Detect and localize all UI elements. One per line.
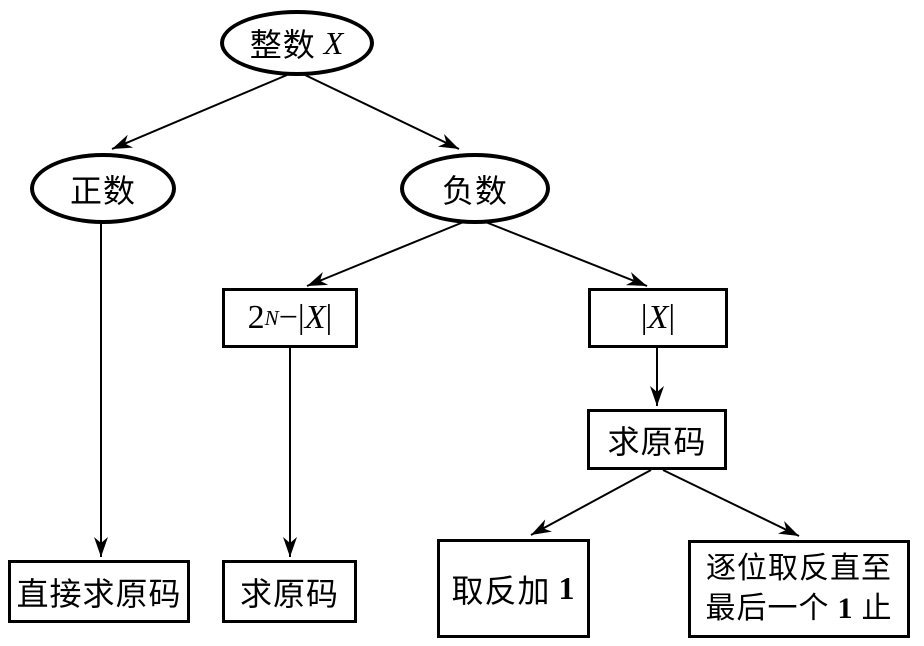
edge-root-to-negative <box>304 74 460 150</box>
find-source-code-label: 求原码 <box>607 423 707 460</box>
formula-operator: − <box>278 299 298 336</box>
edge-source-to-bitwise <box>662 469 800 537</box>
find-source-code-2-label: 求原码 <box>239 575 339 612</box>
node-direct-find-source-code: 直接求原码 <box>8 560 190 623</box>
edge-negative-to-formula <box>306 220 467 287</box>
invert-add-one-text: 取反加 <box>451 572 551 609</box>
bitwise-invert-line2-suffix: 止 <box>861 592 893 625</box>
formula-left-bar: | <box>297 299 305 336</box>
bitwise-invert-line1: 逐位取反直至 <box>706 552 892 585</box>
direct-find-source-code-label: 直接求原码 <box>16 575 182 612</box>
formula-base: 2 <box>247 299 265 336</box>
edge-source-to-invert <box>530 469 652 536</box>
node-integer-x-text: 整数 <box>249 27 316 63</box>
bitwise-invert-line2-digit: 1 <box>837 592 854 625</box>
node-find-source-code: 求原码 <box>587 409 727 470</box>
invert-add-one-digit: 1 <box>558 570 576 606</box>
formula-right-bar: | <box>325 299 333 336</box>
node-integer-x-var: X <box>323 24 345 61</box>
abs-right-bar: | <box>668 299 676 336</box>
abs-var: X <box>647 299 669 336</box>
node-invert-add-one: 取反加 1 <box>437 539 590 638</box>
node-positive-label: 正数 <box>69 172 136 209</box>
node-abs-x: |X| <box>588 288 728 348</box>
node-negative: 负数 <box>400 153 550 224</box>
bitwise-invert-line2-text: 最后一个 <box>705 592 830 625</box>
node-find-source-code-2: 求原码 <box>222 560 357 623</box>
node-integer-x: 整数 X <box>220 10 374 76</box>
formula-var: X <box>304 299 326 336</box>
node-positive: 正数 <box>30 153 176 224</box>
node-negative-label: 负数 <box>441 172 508 209</box>
abs-left-bar: | <box>640 299 648 336</box>
edge-root-to-positive <box>111 74 288 150</box>
edge-negative-to-abs <box>482 220 648 287</box>
